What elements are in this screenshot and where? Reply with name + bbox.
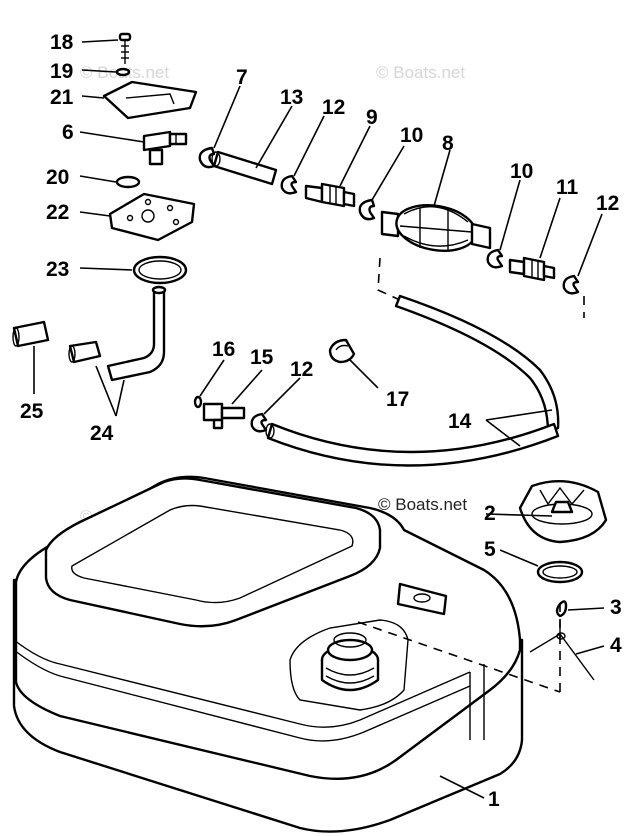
hose-clamp	[562, 274, 580, 295]
hose-clamp	[198, 146, 216, 169]
callout-25: 25	[20, 400, 44, 423]
o-ring-small	[115, 175, 141, 189]
watermark-top-right: © Boats.net	[376, 63, 465, 82]
callout-15: 15	[250, 346, 274, 369]
callout-12-right: 12	[596, 192, 619, 215]
mounting-bracket	[102, 80, 198, 120]
callout-5: 5	[484, 538, 496, 561]
callout-3: 3	[610, 596, 622, 619]
callout-4: 4	[610, 634, 622, 657]
screw	[118, 32, 132, 64]
hose-clamp	[250, 412, 268, 433]
callout-20: 20	[46, 166, 69, 189]
watermark-middle: © Boats.net	[378, 495, 467, 514]
callout-10-left: 10	[400, 124, 423, 147]
hose-clamp	[280, 174, 298, 195]
callout-17: 17	[386, 388, 409, 411]
callout-7: 7	[236, 66, 248, 89]
callout-14: 14	[448, 410, 472, 433]
filler-cap	[518, 480, 608, 544]
hose-clamp-wire	[328, 338, 356, 364]
fuel-hose-long	[394, 294, 560, 434]
hose-clamp	[486, 248, 504, 269]
o-ring-fitting	[193, 395, 203, 409]
hose-clamp	[358, 198, 376, 221]
fuel-hose	[266, 422, 560, 467]
fuel-connector	[508, 256, 556, 282]
callout-10-right: 10	[510, 160, 533, 183]
callout-13: 13	[280, 86, 303, 109]
pickup-tube-sleeve	[68, 340, 102, 364]
callout-12-top: 12	[322, 96, 345, 119]
fuel-filter	[12, 320, 50, 348]
callout-11: 11	[556, 176, 579, 199]
callout-22: 22	[46, 201, 69, 224]
callout-16: 16	[212, 338, 235, 361]
callout-2: 2	[484, 502, 496, 525]
callout-6: 6	[62, 121, 74, 144]
assembly-guide	[377, 257, 401, 301]
washer	[115, 67, 131, 77]
pickup-tube	[106, 288, 166, 382]
callout-8: 8	[442, 132, 454, 155]
tee-fitting	[142, 130, 188, 166]
cap-gasket	[536, 560, 584, 584]
fuel-connector	[304, 182, 356, 208]
cotter-pin	[555, 600, 568, 618]
elbow-fitting	[202, 402, 246, 430]
primer-bulb	[380, 204, 492, 252]
fuel-tank	[12, 475, 524, 833]
callout-1: 1	[488, 788, 500, 811]
callout-12-bottom: 12	[290, 358, 313, 381]
adapter-plate	[108, 192, 196, 242]
short-hose	[212, 150, 278, 186]
callout-19: 19	[50, 60, 73, 83]
callout-18: 18	[50, 31, 74, 54]
callout-23: 23	[46, 258, 69, 281]
callout-9: 9	[366, 106, 378, 129]
callout-21: 21	[50, 86, 74, 109]
callout-24: 24	[90, 422, 114, 445]
